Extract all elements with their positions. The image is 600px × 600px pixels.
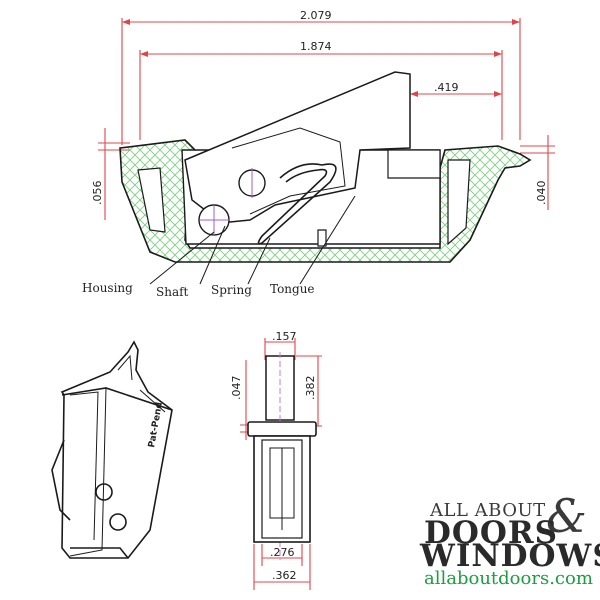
left-height-label: .056 [91, 181, 104, 206]
pin-height-label: .382 [304, 376, 317, 401]
brand-line2: DOORS [424, 515, 558, 551]
inner-width-dimension: 1.874 [139, 40, 503, 140]
housing-label: Housing [82, 281, 133, 295]
inner-base-label: .276 [270, 546, 295, 559]
overall-width-label: 2.079 [300, 9, 332, 22]
overall-width-dimension: 2.079 [121, 9, 521, 145]
brand-line3: WINDOWS [419, 538, 600, 574]
brand-ampersand: & [546, 489, 587, 543]
pat-pend-stamp: Pat-Pend [147, 401, 165, 448]
pin-width-label: .157 [272, 330, 297, 343]
left-height-front-label: .047 [230, 376, 243, 401]
shaft-label: Shaft [156, 285, 189, 299]
tongue-label: Tongue [270, 282, 315, 296]
brand-url: allaboutdoors.com [424, 568, 593, 589]
offset-dimension: .419 [409, 76, 502, 145]
cross-section-view: 2.079 1.874 .419 .056 .040 [82, 9, 555, 299]
right-height-label: .040 [535, 181, 548, 206]
perspective-view: Pat-Pend [51, 340, 173, 559]
offset-label: .419 [434, 81, 459, 94]
spring-label: Spring [211, 283, 252, 297]
inner-width-label: 1.874 [300, 40, 332, 53]
spring-part [257, 163, 337, 245]
front-view: .157 .382 .047 .276 .362 [230, 330, 322, 590]
brand-logo: ALL ABOUT & DOORS WINDOWS allaboutdoors.… [419, 489, 600, 589]
brand-line1: ALL ABOUT [429, 500, 546, 521]
right-height-dimension: .040 [520, 135, 555, 210]
outer-base-label: .362 [272, 569, 297, 582]
